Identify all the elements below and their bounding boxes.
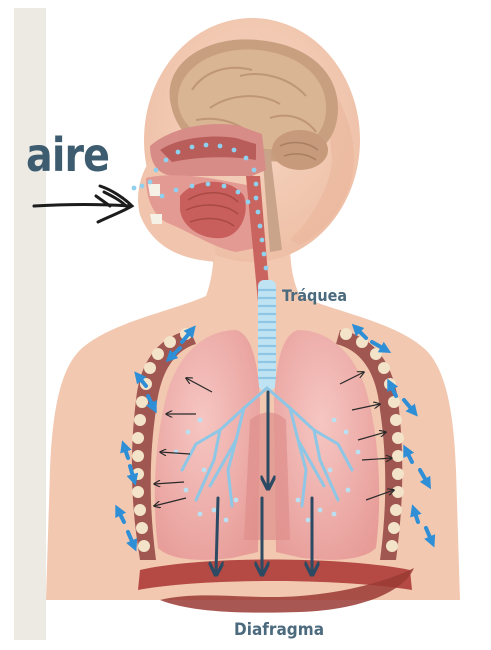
air-label: aire: [26, 128, 109, 182]
trachea: [258, 280, 276, 390]
side-margin-bar: [14, 8, 46, 640]
trachea-label: Tráquea: [282, 286, 347, 305]
diaphragm-label: Diafragma: [234, 620, 324, 640]
air-flow-down-arrow-icon: [216, 498, 218, 572]
air-inflow-arrow-icon: [34, 186, 132, 222]
